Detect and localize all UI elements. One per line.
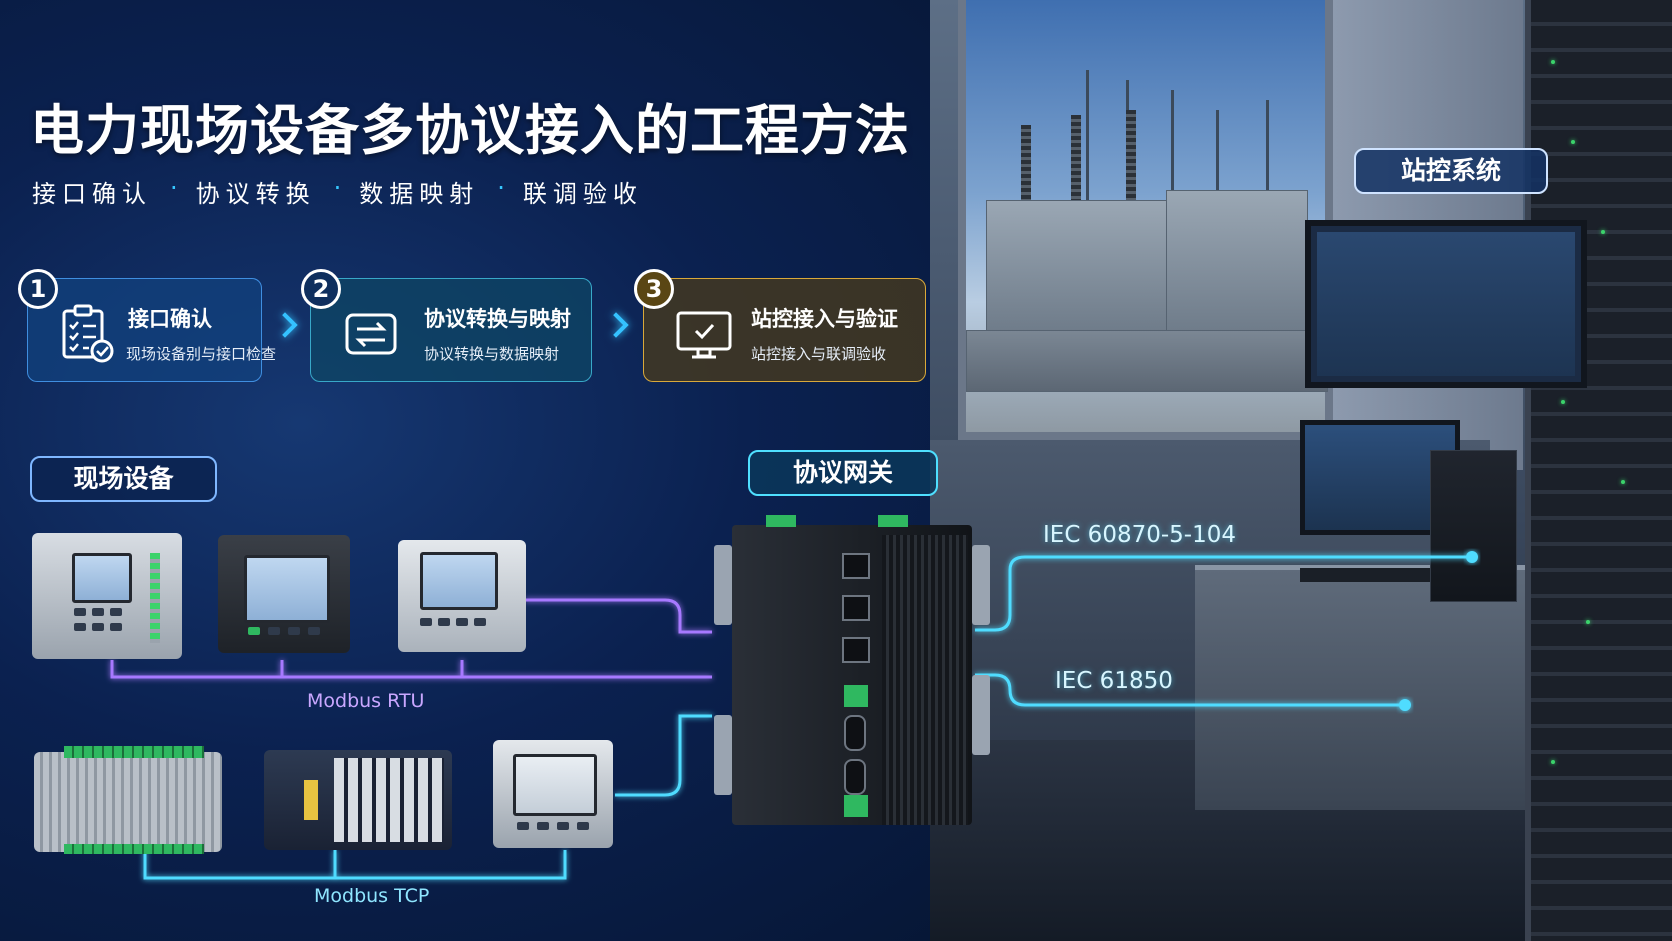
page-title: 电力现场设备多协议接入的工程方法 — [30, 99, 910, 162]
subtitle-item: 数据映射 — [359, 180, 480, 208]
iec-line — [975, 555, 1470, 632]
tcp-line — [615, 714, 712, 797]
step-desc: 现场设备别与接口检查 — [126, 345, 277, 363]
plc-rack-device — [264, 750, 452, 850]
endpoint-dot — [1399, 699, 1411, 711]
separator-dot: · — [333, 174, 342, 202]
step-desc: 站控接入与联调验收 — [751, 345, 887, 363]
step-card-1: 1 接口确认 现场设备别与接口检查 — [18, 269, 276, 382]
step-number: 2 — [301, 269, 341, 309]
iec-line — [975, 673, 1405, 707]
iec104-label: IEC 60870-5-104 — [1043, 522, 1236, 548]
convert-arrows-icon — [345, 313, 397, 355]
power-meter-device — [32, 533, 182, 659]
energy-meter-device — [398, 540, 526, 652]
step-number: 1 — [18, 269, 58, 309]
scada-monitor — [1305, 220, 1587, 388]
step-title: 接口确认 — [128, 307, 212, 331]
step-title: 站控接入与验证 — [751, 307, 898, 331]
tcp-line — [143, 850, 567, 880]
subtitle: 接口确认 · 协议转换 · 数据映射 · 联调验收 — [32, 174, 643, 209]
serial-port — [844, 759, 866, 795]
subtitle-item: 协议转换 — [195, 180, 316, 208]
modbus-rtu-label: Modbus RTU — [307, 690, 425, 712]
desk — [1195, 570, 1525, 810]
ethernet-port — [842, 553, 870, 579]
iec61850-label: IEC 61850 — [1055, 668, 1173, 694]
io-module-device — [34, 746, 222, 854]
step-title: 协议转换与映射 — [424, 307, 571, 331]
protocol-gateway-device — [714, 515, 990, 825]
workstation-pc — [1430, 450, 1517, 602]
step-number: 3 — [634, 269, 674, 309]
rtu-line — [525, 598, 712, 634]
ethernet-port — [842, 637, 870, 663]
rtu-line — [110, 660, 712, 679]
step-card-2: 2 协议转换与映射 协议转换与数据映射 — [301, 269, 592, 382]
subtitle-item: 联调验收 — [522, 180, 643, 208]
gateway-label: 协议网关 — [748, 450, 938, 496]
modbus-tcp-label: Modbus TCP — [314, 885, 430, 907]
step-desc: 协议转换与数据映射 — [424, 345, 560, 363]
keyboard — [1300, 568, 1430, 582]
checklist-icon — [62, 304, 114, 363]
serial-port — [844, 715, 866, 751]
monitor-check-icon — [676, 311, 732, 359]
ethernet-port — [842, 595, 870, 621]
separator-dot: · — [170, 174, 178, 202]
separator-dot: · — [497, 174, 505, 202]
subtitle-item: 接口确认 — [32, 180, 152, 208]
substation-window — [958, 0, 1333, 440]
step-card-3: 3 站控接入与验证 站控接入与联调验收 — [634, 269, 926, 382]
field-devices-label: 现场设备 — [30, 456, 217, 502]
multifunction-meter-device — [218, 535, 350, 653]
station-control-label: 站控系统 — [1354, 148, 1548, 194]
server-rack — [1525, 0, 1672, 941]
endpoint-dot — [1466, 551, 1478, 563]
digital-meter-device — [493, 740, 613, 848]
